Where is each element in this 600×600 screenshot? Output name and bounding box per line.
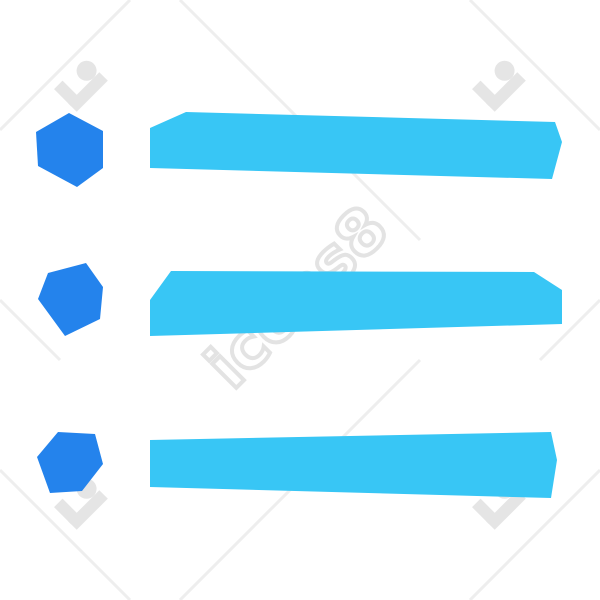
watermark-logo-top-right bbox=[472, 60, 526, 112]
list-row-2 bbox=[38, 263, 562, 336]
list-row-3 bbox=[37, 432, 557, 498]
list-row-1 bbox=[36, 112, 562, 187]
watermark-logo-top-left bbox=[54, 60, 108, 112]
bar-1 bbox=[150, 112, 562, 179]
bullet-3 bbox=[37, 432, 103, 493]
bullet-1 bbox=[36, 113, 103, 187]
bullet-2 bbox=[38, 263, 103, 336]
bar-2 bbox=[150, 271, 562, 336]
bar-3 bbox=[150, 432, 557, 498]
